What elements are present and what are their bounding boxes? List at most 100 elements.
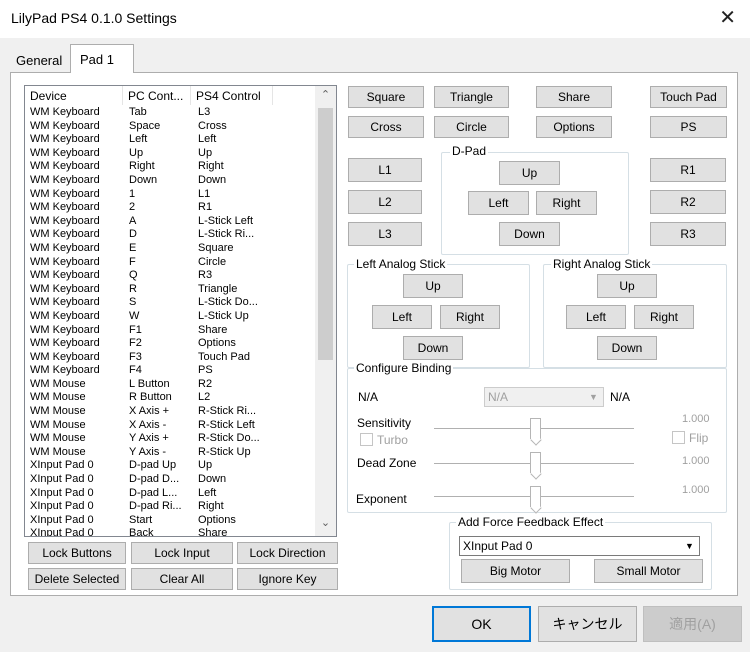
sensitivity-slider[interactable]: [530, 418, 541, 439]
r3-button[interactable]: R3: [650, 222, 726, 246]
list-item-ps4-control: Options: [198, 513, 236, 526]
dpad-up-button[interactable]: Up: [499, 161, 560, 185]
left-stick-right-button[interactable]: Right: [440, 305, 500, 329]
ok-button[interactable]: OK: [432, 606, 531, 642]
dropdown-arrow-icon[interactable]: ▼: [685, 541, 694, 551]
delete-selected-button[interactable]: Delete Selected: [28, 568, 126, 590]
list-item-ps4-control: R-Stick Ri...: [198, 405, 257, 418]
big-motor-button[interactable]: Big Motor: [461, 559, 570, 583]
right-stick-down-button[interactable]: Down: [597, 336, 657, 360]
list-item-ps4-control: L-Stick Ri...: [198, 228, 255, 241]
l1-button[interactable]: L1: [348, 158, 422, 182]
turbo-checkbox[interactable]: [360, 433, 373, 446]
list-item-ps4-control: L2: [198, 391, 211, 404]
touch-pad-button[interactable]: Touch Pad: [650, 86, 727, 108]
list-item-pc-control: Back: [129, 527, 154, 537]
flip-checkbox[interactable]: [672, 431, 685, 444]
small-motor-button[interactable]: Small Motor: [594, 559, 703, 583]
configure-binding-label: Configure Binding: [354, 361, 454, 375]
share-button[interactable]: Share: [536, 86, 612, 108]
dead-zone-slider[interactable]: [530, 452, 541, 473]
scroll-thumb[interactable]: [318, 108, 333, 360]
dpad-right-button[interactable]: Right: [536, 191, 597, 215]
r2-button[interactable]: R2: [650, 190, 726, 214]
column-header-ps4-control[interactable]: PS4 Control: [191, 86, 273, 105]
lock-input-button[interactable]: Lock Input: [131, 542, 233, 564]
cancel-button[interactable]: キャンセル: [538, 606, 637, 642]
triangle-button[interactable]: Triangle: [434, 86, 509, 108]
list-item-device: WM Mouse: [30, 405, 86, 418]
square-button[interactable]: Square: [348, 86, 424, 108]
right-stick-left-button[interactable]: Left: [566, 305, 626, 329]
lock-buttons-button[interactable]: Lock Buttons: [28, 542, 126, 564]
list-scrollbar[interactable]: ⌃ ⌄: [315, 86, 336, 536]
scroll-down-icon[interactable]: ⌄: [320, 517, 331, 529]
ignore-key-button[interactable]: Ignore Key: [237, 568, 338, 590]
l2-button[interactable]: L2: [348, 190, 422, 214]
r1-button[interactable]: R1: [650, 158, 726, 182]
force-feedback-device-select[interactable]: XInput Pad 0 ▼: [459, 536, 700, 556]
right-stick-up-button[interactable]: Up: [597, 274, 657, 298]
dead-zone-label: Dead Zone: [357, 456, 417, 470]
list-item-pc-control: R Button: [129, 391, 172, 404]
list-item-ps4-control: Left: [198, 133, 217, 146]
cross-button[interactable]: Cross: [348, 116, 424, 138]
scroll-up-icon[interactable]: ⌃: [320, 89, 331, 101]
bindings-list[interactable]: Device PC Cont... PS4 Control WM Keyboar…: [24, 85, 337, 537]
left-stick-up-button[interactable]: Up: [403, 274, 463, 298]
l3-button[interactable]: L3: [348, 222, 422, 246]
right-stick-right-button[interactable]: Right: [634, 305, 694, 329]
column-header-device[interactable]: Device: [25, 86, 123, 105]
tab-pad1[interactable]: Pad 1: [70, 44, 134, 73]
column-header-pc-control[interactable]: PC Cont...: [123, 86, 191, 105]
exponent-slider[interactable]: [530, 486, 541, 507]
tab-general[interactable]: General: [16, 53, 63, 68]
clear-all-button[interactable]: Clear All: [131, 568, 233, 590]
close-icon[interactable]: ✕: [719, 7, 736, 29]
circle-button[interactable]: Circle: [434, 116, 509, 138]
left-stick-down-button[interactable]: Down: [403, 336, 463, 360]
ps-button[interactable]: PS: [650, 116, 727, 138]
left-stick-left-button[interactable]: Left: [372, 305, 432, 329]
list-item-pc-control: S: [129, 296, 137, 309]
list-item-pc-control: R: [129, 282, 137, 295]
lock-direction-button[interactable]: Lock Direction: [237, 542, 338, 564]
dpad-left-button[interactable]: Left: [468, 191, 529, 215]
options-button[interactable]: Options: [536, 116, 612, 138]
list-item-pc-control: Up: [129, 146, 144, 159]
dpad-down-button[interactable]: Down: [499, 222, 560, 246]
list-item-ps4-control: L-Stick Left: [198, 214, 254, 227]
